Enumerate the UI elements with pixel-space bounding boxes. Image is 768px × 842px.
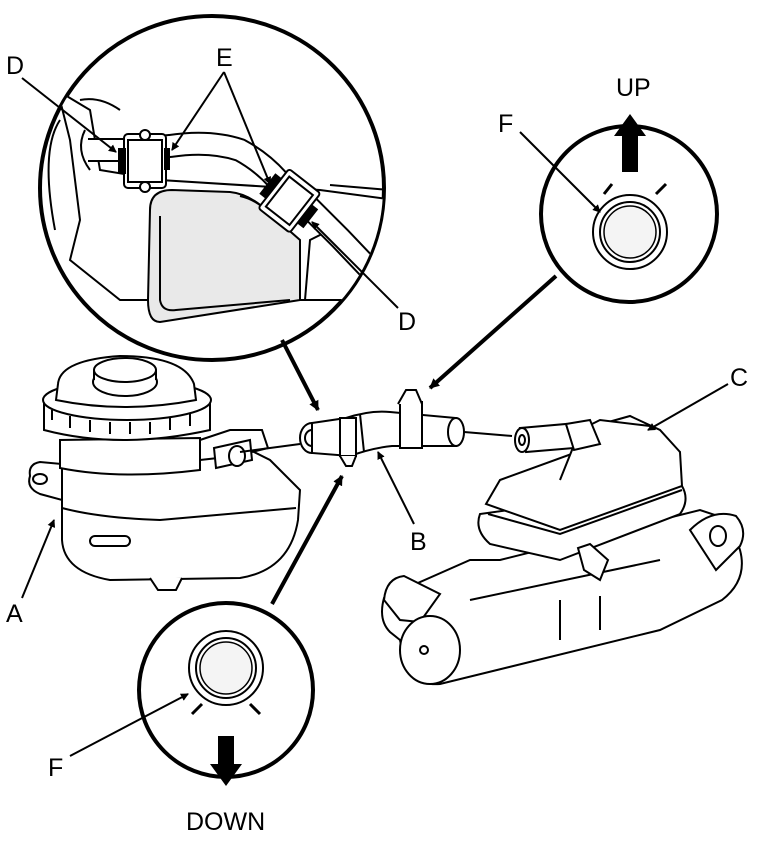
detail-circle-down [137,601,315,786]
detail-to-hose-arrow [280,339,320,411]
detail-circle-up [539,114,719,304]
label-d-left: D [6,52,24,80]
leader-e-right [223,71,272,185]
label-b: B [410,528,427,556]
up-circle-arrow [428,274,558,390]
leader-b [377,451,415,525]
master-cylinder-c [381,414,745,686]
label-e: E [216,44,233,72]
arrow-up-icon [614,114,646,172]
label-a: A [6,600,23,628]
leader-d-left [21,77,117,153]
label-f-bottom: F [48,754,63,782]
label-up: UP [616,74,651,102]
leader-d-right [311,221,399,309]
leader-f-bottom [69,693,189,757]
leader-c [647,383,729,431]
down-circle-arrow [270,475,344,605]
label-down: DOWN [186,808,265,836]
hose-b [299,389,513,467]
leader-a [21,519,56,599]
label-c: C [730,364,748,392]
detail-circle-hose-clamps [38,14,386,362]
leader-e-left [171,71,225,151]
label-d-right: D [398,308,416,336]
arrow-down-icon [210,736,242,786]
leader-f-top [519,131,601,213]
label-f-top: F [498,110,513,138]
reservoir-a [28,354,302,591]
